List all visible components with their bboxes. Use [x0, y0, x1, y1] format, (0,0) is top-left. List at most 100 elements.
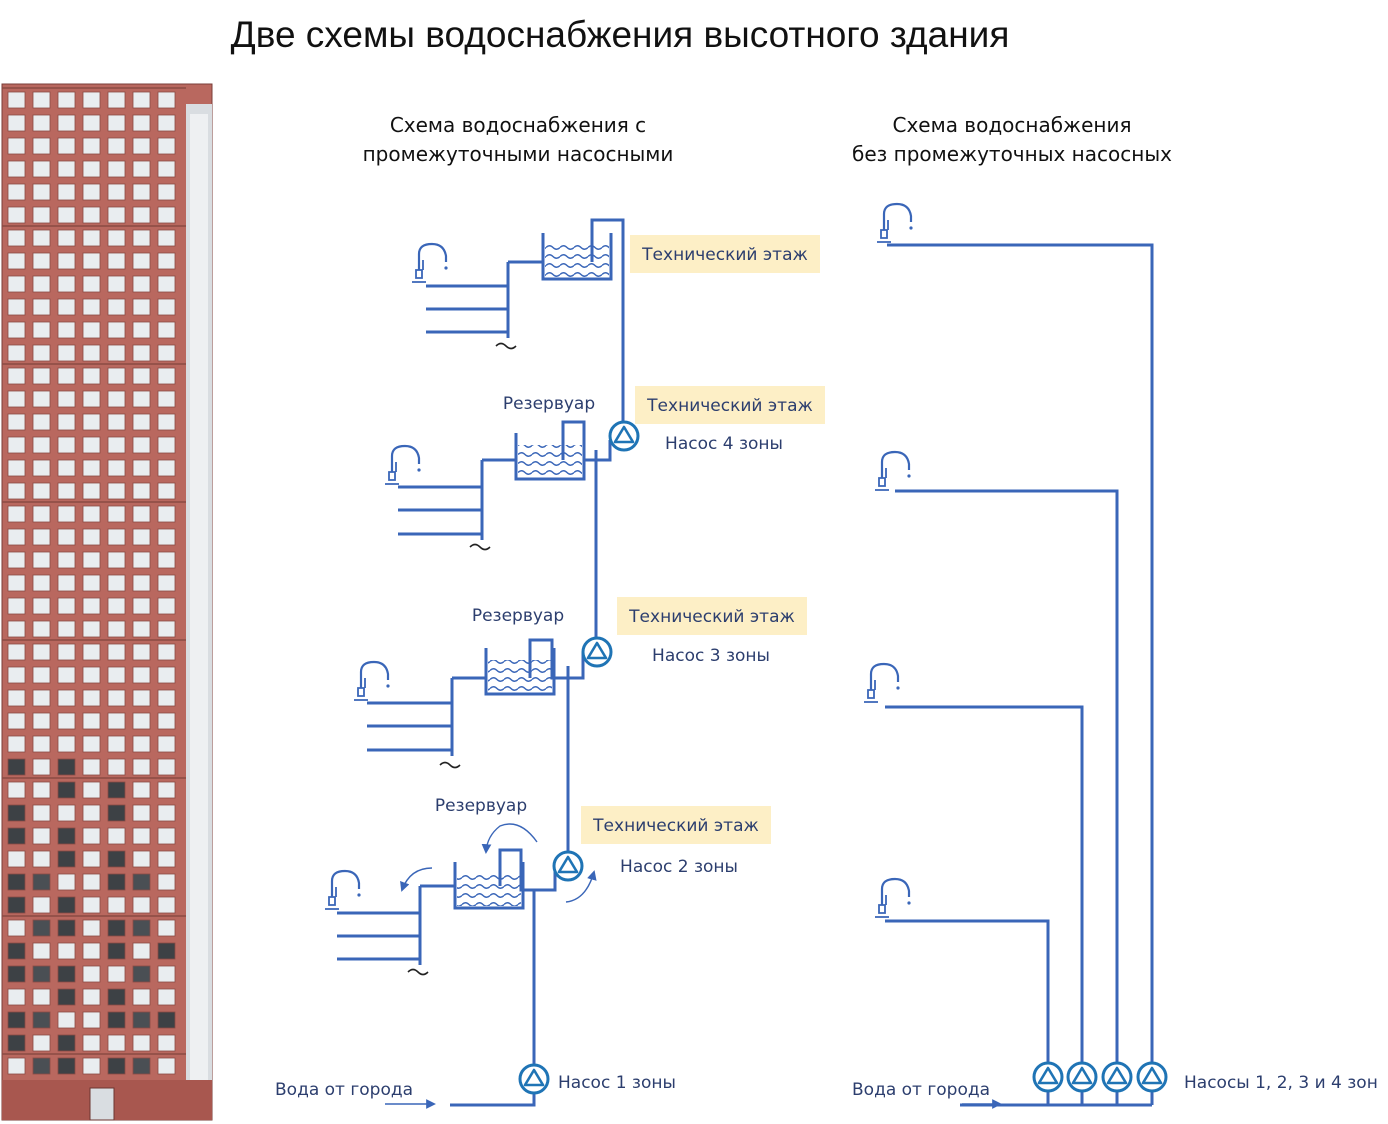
- facade-window: [7, 91, 26, 109]
- facade-window: [82, 321, 101, 339]
- pump-triangle: [523, 1068, 545, 1087]
- tech-floor-label-bg: [635, 386, 825, 424]
- tank-to-pump-pipe: [498, 848, 557, 892]
- facade-window: [57, 965, 76, 983]
- pump-icon: [1066, 1061, 1098, 1093]
- faucet-icon: [875, 450, 911, 491]
- tank-to-pump-pipe: [528, 638, 585, 680]
- facade-window: [107, 183, 126, 201]
- facade-window: [157, 620, 176, 638]
- facade-window: [7, 735, 26, 753]
- faucet-drop: [909, 226, 913, 230]
- facade-window: [7, 206, 26, 224]
- pump-icon: [581, 636, 613, 668]
- facade-window: [7, 436, 26, 454]
- facade-window: [7, 390, 26, 408]
- facade-window: [7, 965, 26, 983]
- facade-window: [132, 919, 151, 937]
- facade-window: [57, 735, 76, 753]
- tech-floor-label: Технический этаж: [630, 235, 820, 273]
- facade-window: [82, 873, 101, 891]
- faucet-spout: [880, 450, 911, 478]
- tech-floor-label-bg: [617, 597, 807, 635]
- pipe-end-squiggle: [469, 543, 491, 551]
- reservoir-walls: [541, 233, 613, 281]
- facade-window: [82, 91, 101, 109]
- facade-window: [57, 712, 76, 730]
- reservoir-water: [518, 445, 582, 477]
- facade-window: [7, 505, 26, 523]
- faucet-base: [325, 896, 339, 910]
- facade-window: [32, 597, 51, 615]
- facade-window: [32, 689, 51, 707]
- facade-window: [157, 114, 176, 132]
- facade-window: [57, 459, 76, 477]
- faucet-drop: [386, 684, 390, 688]
- reservoir-label: Резервуар: [503, 394, 595, 414]
- facade-window: [132, 781, 151, 799]
- direct-riser-pipe: [885, 705, 1084, 1063]
- facade-window: [57, 850, 76, 868]
- facade-window: [107, 643, 126, 661]
- facade-window: [32, 1011, 51, 1029]
- pump-triangle: [1037, 1066, 1059, 1085]
- facade-window: [107, 298, 126, 316]
- facade-window: [132, 643, 151, 661]
- facade-window: [82, 275, 101, 293]
- facade-window: [82, 482, 101, 500]
- pump-triangle: [1071, 1066, 1093, 1085]
- faucet-icon: [354, 660, 390, 701]
- facade-window: [157, 275, 176, 293]
- facade-window: [157, 459, 176, 477]
- reservoir-label: Резервуар: [435, 796, 527, 816]
- facade-window: [107, 597, 126, 615]
- facade-window: [7, 551, 26, 569]
- facade-window: [107, 1057, 126, 1075]
- faucet-spout: [390, 444, 421, 472]
- direct-zone-4: [877, 202, 1154, 1063]
- facade-window: [7, 321, 26, 339]
- facade-window: [82, 298, 101, 316]
- facade-window: [7, 413, 26, 431]
- facade-window: [132, 298, 151, 316]
- facade-window: [82, 919, 101, 937]
- facade-window: [32, 758, 51, 776]
- facade-window: [82, 712, 101, 730]
- pump-triangle: [1106, 1066, 1128, 1085]
- pump-icon: [518, 1063, 550, 1095]
- facade-window: [157, 689, 176, 707]
- facade-window: [7, 367, 26, 385]
- facade-window: [132, 850, 151, 868]
- faucet-base: [877, 229, 891, 243]
- facade-window: [157, 643, 176, 661]
- facade-window: [32, 919, 51, 937]
- facade-window: [32, 643, 51, 661]
- facade-window: [32, 735, 51, 753]
- faucet-icon: [412, 242, 448, 283]
- pump-triangle: [557, 855, 579, 874]
- tech-floor-label: Технический этаж: [617, 597, 807, 635]
- facade-window: [157, 850, 176, 868]
- facade-window: [107, 528, 126, 546]
- pump-1-label: Насос 1 зоны: [558, 1073, 676, 1093]
- facade-window: [107, 1034, 126, 1052]
- facade-window: [57, 252, 76, 270]
- facade-window: [157, 827, 176, 845]
- reservoir-tank: [541, 233, 613, 281]
- facade-window: [157, 712, 176, 730]
- facade-window: [32, 206, 51, 224]
- facade-window: [32, 712, 51, 730]
- faucet-icon: [385, 444, 421, 485]
- facade-window: [107, 229, 126, 247]
- pump-4-label: Насос 4 зоны: [665, 434, 783, 454]
- reservoir-walls: [453, 862, 525, 910]
- faucet-icon: [877, 202, 913, 243]
- facade-window: [57, 689, 76, 707]
- facade-window: [7, 1057, 26, 1075]
- facade-window: [82, 942, 101, 960]
- facade-window: [57, 643, 76, 661]
- faucet-spout: [869, 662, 900, 690]
- facade-window: [107, 758, 126, 776]
